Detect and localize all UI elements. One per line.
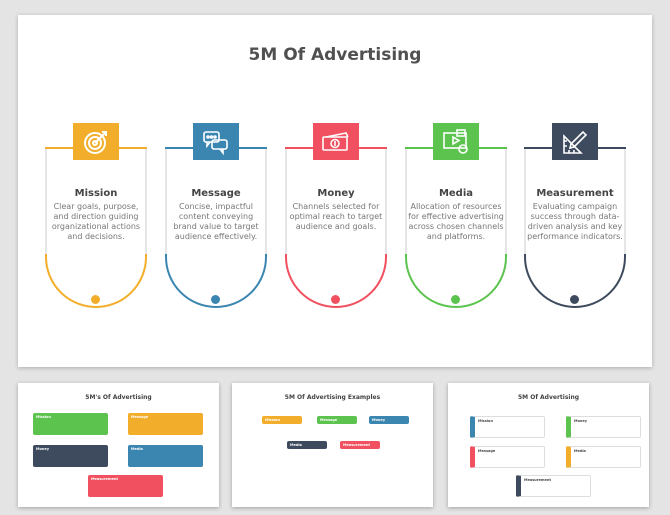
thumbnail-title: 5M Of Advertising Examples bbox=[284, 394, 381, 401]
card-measurement: Measurement Evaluating campaign success … bbox=[524, 122, 626, 308]
card-frame bbox=[45, 147, 147, 308]
card-money: Money Channels selected for optimal reac… bbox=[285, 122, 387, 308]
card-text: Evaluating campaign success through data… bbox=[527, 202, 623, 241]
card-mission: Mission Clear goals, purpose, and direct… bbox=[45, 122, 147, 308]
thumbnail-item: Message bbox=[317, 416, 357, 424]
thumbnail-item: Money bbox=[369, 416, 409, 424]
thumbnail-item: Mission bbox=[33, 413, 108, 435]
thumbnail-item: Money bbox=[33, 445, 108, 467]
card-text: Clear goals, purpose, and direction guid… bbox=[51, 202, 141, 241]
card-frame bbox=[524, 147, 626, 308]
thumbnail-item: Measurement bbox=[88, 475, 163, 497]
thumbnail-item: Money bbox=[566, 416, 641, 438]
thumbnail-item: Measurement bbox=[340, 441, 380, 449]
card-dot bbox=[331, 295, 340, 304]
thumbnail-item: Media bbox=[128, 445, 203, 467]
card-media: Media Allocation of resources for effect… bbox=[405, 122, 507, 308]
thumbnail-item: Message bbox=[128, 413, 203, 435]
card-text: Concise, impactful content conveying bra… bbox=[173, 202, 259, 241]
thumbnail-item: Media bbox=[287, 441, 327, 449]
money-icon bbox=[313, 123, 359, 160]
ruler-pencil-icon bbox=[552, 123, 598, 160]
slide-title: 5M Of Advertising bbox=[248, 45, 422, 65]
card-frame bbox=[285, 147, 387, 308]
card-dot bbox=[91, 295, 100, 304]
card-title: Mission bbox=[74, 188, 118, 199]
media-icon bbox=[433, 123, 479, 160]
card-text: Allocation of resources for effective ad… bbox=[408, 202, 504, 241]
card-text: Channels selected for optimal reach to t… bbox=[289, 202, 383, 231]
main-slide: 5M Of Advertising Mission Clear goals, p… bbox=[18, 15, 652, 367]
thumbnail-item: Mission bbox=[470, 416, 545, 438]
thumbnail-title: 5M's Of Advertising bbox=[85, 394, 152, 401]
card-dot bbox=[451, 295, 460, 304]
thumbnail-item: Mission bbox=[262, 416, 302, 424]
card-title: Money bbox=[317, 188, 355, 199]
target-icon bbox=[73, 123, 119, 160]
thumbnail-item: Message bbox=[470, 446, 545, 468]
card-frame bbox=[165, 147, 267, 308]
card-title: Measurement bbox=[536, 188, 614, 199]
card-title: Message bbox=[191, 188, 241, 199]
card-title: Media bbox=[438, 188, 474, 199]
card-message: Message Concise, impactful content conve… bbox=[165, 122, 267, 308]
thumbnail-item: Measurement bbox=[516, 475, 591, 497]
thumbnail-title: 5M Of Advertising bbox=[517, 394, 580, 401]
chat-bubbles-icon bbox=[193, 123, 239, 160]
card-dot bbox=[570, 295, 579, 304]
thumbnail-item: Media bbox=[566, 446, 641, 468]
card-dot bbox=[211, 295, 220, 304]
